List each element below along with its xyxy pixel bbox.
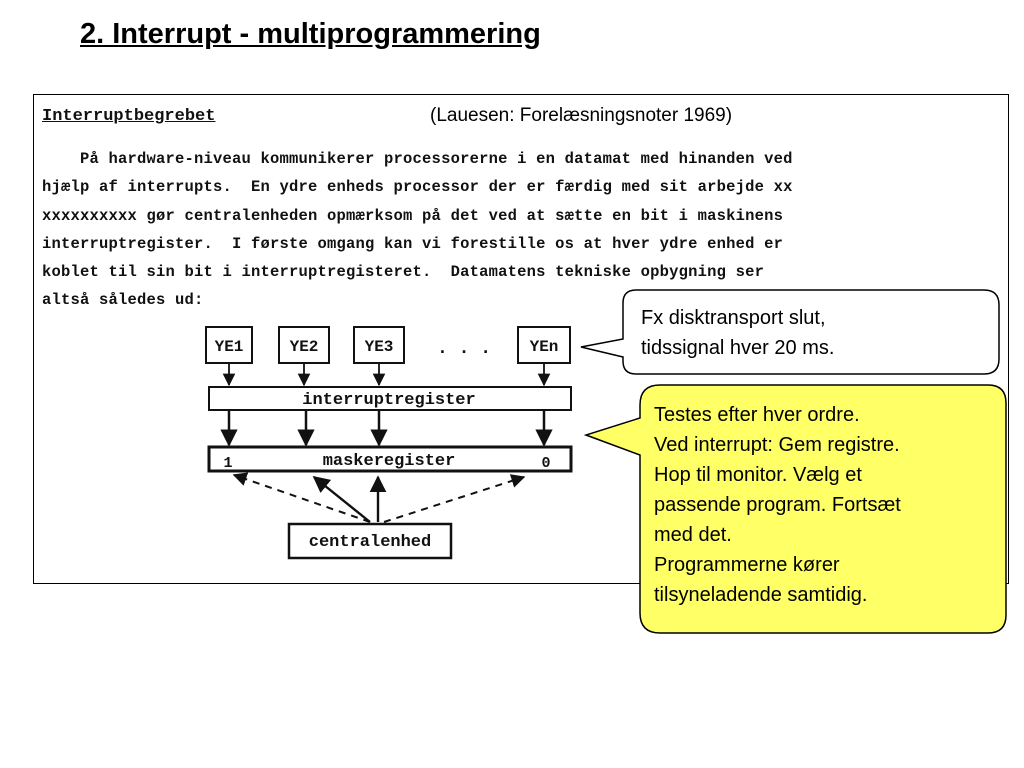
unit-ye2: YE2	[278, 326, 330, 364]
central-unit: centralenhed	[287, 522, 453, 560]
document-body: På hardware-niveau kommunikerer processo…	[42, 145, 1004, 315]
callout-note2-bubble	[583, 384, 1007, 634]
slide-title: 2. Interrupt - multiprogrammering	[80, 18, 541, 50]
callout-note2-line: tilsyneladende samtidig.	[654, 584, 868, 606]
callout-note2: Testes efter hver ordre. Ved interrupt: …	[654, 400, 901, 610]
unit-ye1: YE1	[205, 326, 253, 364]
callout-note2-line: passende program. Fortsæt	[654, 494, 901, 516]
callout-note1: Fx disktransport slut, tidssignal hver 2…	[641, 303, 834, 363]
document-line: koblet til sin bit i interruptregisteret…	[42, 263, 765, 282]
callout-note1-bubble	[580, 289, 1000, 375]
callout-note2-line: Hop til monitor. Vælg et	[654, 464, 862, 486]
svg-text:YEn: YEn	[530, 338, 559, 356]
callout-note2-line: Ved interrupt: Gem registre.	[654, 434, 900, 456]
unit-yen: YEn	[517, 326, 571, 364]
document-line: interruptregister. I første omgang kan v…	[42, 234, 784, 253]
svg-text:YE2: YE2	[290, 338, 319, 356]
svg-text:1: 1	[223, 455, 232, 472]
svg-text:YE3: YE3	[365, 338, 394, 356]
citation: (Lauesen: Forelæsningsnoter 1969)	[430, 105, 733, 126]
callout-note2-line: med det.	[654, 524, 732, 546]
callout-shapes	[580, 289, 1007, 634]
svg-text:interruptregister: interruptregister	[302, 391, 475, 410]
svg-text:YE1: YE1	[215, 338, 244, 356]
mask-register: maskeregister 1 0	[207, 445, 573, 473]
interrupt-register: interruptregister	[208, 386, 572, 411]
callout-note1-line: Fx disktransport slut,	[641, 307, 826, 329]
callout-note2-line: Programmerne kører	[654, 554, 840, 576]
units-ellipsis: . . .	[437, 339, 491, 359]
interrupt-diagram: YE1 YE2 YE3 . . . YEn interruptregister	[205, 326, 573, 560]
register-arrows	[220, 410, 553, 447]
unit-arrows	[222, 363, 551, 387]
document-line: hjælp af interrupts. En ydre enheds proc…	[42, 178, 793, 197]
unit-ye3: YE3	[353, 326, 405, 364]
cpu-arrows	[232, 472, 526, 523]
document-line: xxxxxxxxxx gør centralenheden opmærksom …	[42, 206, 784, 225]
callout-note1-line: tidssignal hver 20 ms.	[641, 337, 835, 359]
document-heading: Interruptbegrebet	[42, 107, 216, 126]
document-line: På hardware-niveau kommunikerer processo…	[42, 150, 793, 168]
svg-text:maskeregister: maskeregister	[323, 452, 456, 471]
svg-text:centralenhed: centralenhed	[309, 533, 431, 552]
svg-text:0: 0	[541, 455, 550, 472]
document-line: altså således ud:	[42, 291, 204, 310]
callout-note2-line: Testes efter hver ordre.	[654, 404, 860, 426]
